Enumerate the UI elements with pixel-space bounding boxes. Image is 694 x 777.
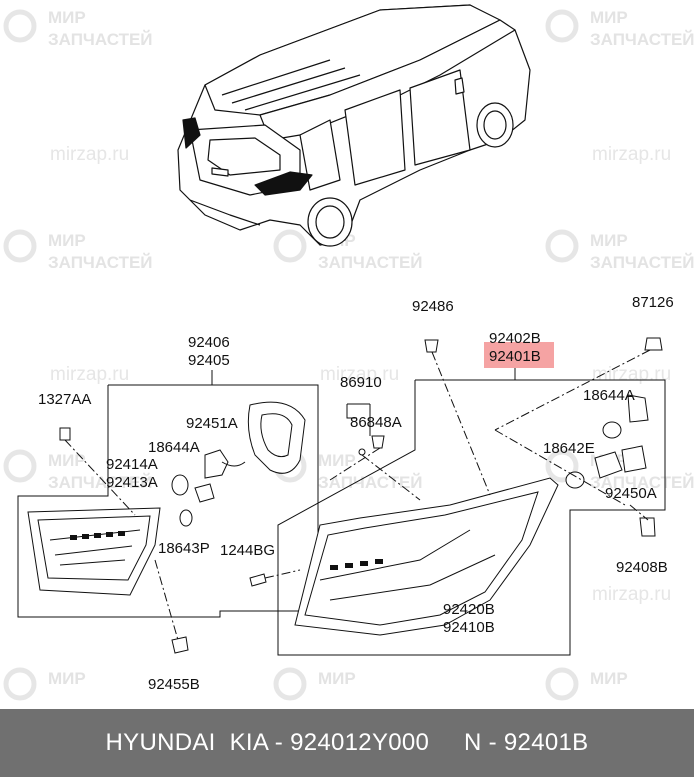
bulb-small-part bbox=[179, 509, 193, 527]
watermark-url: mirzap.ru bbox=[50, 144, 129, 165]
grommet-part bbox=[171, 636, 189, 654]
clip-part bbox=[371, 435, 385, 449]
footer-part-number: HYUNDAI KIA - 924012Y000 N - 92401B bbox=[105, 729, 589, 756]
watermark-line2: ЗАПЧАСТЕЙ bbox=[590, 30, 694, 49]
watermark-layer: МИР ЗАПЧАСТЕЙ МИР ЗАПЧАСТЕЙ МИР ЗАПЧАСТЕ… bbox=[3, 8, 694, 701]
watermark-line1: МИР bbox=[48, 669, 86, 688]
watermark-logo: МИР bbox=[3, 667, 86, 701]
watermark-url: mirzap.ru bbox=[50, 364, 129, 385]
watermark-logo: МИР ЗАПЧАСТЕЙ bbox=[545, 449, 694, 492]
label-92408B[interactable]: 92408B bbox=[616, 559, 668, 576]
socket-part bbox=[204, 449, 229, 479]
plug-part bbox=[644, 337, 663, 351]
watermark-logo: МИР ЗАПЧАСТЕЙ bbox=[3, 449, 153, 492]
screw-part bbox=[59, 427, 71, 441]
watermark-line2: ЗАПЧАСТЕЙ bbox=[48, 30, 153, 49]
watermark-line2: ЗАПЧАСТЕЙ bbox=[48, 253, 153, 272]
label-86910[interactable]: 86910 bbox=[340, 374, 382, 391]
watermark-logo: МИР bbox=[545, 667, 628, 701]
bulb-right-lower-part bbox=[565, 471, 585, 489]
watermark-line2: ЗАПЧАСТЕЙ bbox=[318, 473, 423, 492]
label-92420B[interactable]: 92420B bbox=[443, 601, 495, 618]
label-92455B[interactable]: 92455B bbox=[148, 676, 200, 693]
watermark-logo: МИР ЗАПЧАСТЕЙ bbox=[273, 229, 423, 272]
label-86848A[interactable]: 86848A bbox=[350, 414, 402, 431]
watermark-line1: МИР bbox=[590, 669, 628, 688]
watermark-line2: ЗАПЧАСТЕЙ bbox=[590, 473, 694, 492]
label-1327AA[interactable]: 1327AA bbox=[38, 391, 91, 408]
label-92450A[interactable]: 92450A bbox=[605, 485, 657, 502]
watermark-logo: МИР ЗАПЧАСТЕЙ bbox=[3, 229, 153, 272]
outer-lamp-group bbox=[249, 337, 666, 656]
socket-right-part bbox=[627, 394, 649, 423]
watermark-logo: МИР bbox=[273, 667, 356, 701]
watermark-logo: МИР ЗАПЧАСТЕЙ bbox=[545, 8, 694, 49]
label-18644A-left[interactable]: 18644A bbox=[148, 439, 200, 456]
watermark-logo: МИР ЗАПЧАСТЕЙ bbox=[545, 229, 694, 272]
watermark-line1: МИР bbox=[318, 669, 356, 688]
part-labels: 92406 92405 1327AA 92451A 18644A 92414A … bbox=[38, 294, 674, 693]
watermark-line1: МИР bbox=[318, 451, 356, 470]
label-18643P[interactable]: 18643P bbox=[158, 540, 210, 557]
label-18644A-right[interactable]: 18644A bbox=[583, 387, 635, 404]
label-92486[interactable]: 92486 bbox=[412, 298, 454, 315]
screw-top-part bbox=[424, 339, 439, 353]
bulb-right-part bbox=[602, 421, 622, 439]
watermark-line2: ЗАПЧАСТЕЙ bbox=[318, 253, 423, 272]
watermark-line1: МИР bbox=[48, 231, 86, 250]
label-92402B[interactable]: 92402B bbox=[489, 330, 541, 347]
label-92451A[interactable]: 92451A bbox=[186, 415, 238, 432]
watermark-line2: ЗАПЧАСТЕЙ bbox=[590, 253, 694, 272]
watermark-url: mirzap.ru bbox=[592, 364, 671, 385]
label-18642E[interactable]: 18642E bbox=[543, 440, 595, 457]
label-92413A[interactable]: 92413A bbox=[106, 474, 158, 491]
watermark-logo: МИР ЗАПЧАСТЕЙ bbox=[3, 8, 153, 49]
watermark-url: mirzap.ru bbox=[320, 364, 399, 385]
parts-diagram: МИР ЗАПЧАСТЕЙ МИР ЗАПЧАСТЕЙ МИР ЗАПЧАСТЕ… bbox=[3, 4, 694, 701]
label-92410B[interactable]: 92410B bbox=[443, 619, 495, 636]
clip-small-part bbox=[358, 448, 366, 456]
label-92414A[interactable]: 92414A bbox=[106, 456, 158, 473]
vehicle-illustration bbox=[177, 4, 531, 247]
bolt-part bbox=[249, 573, 267, 587]
socket-right-lower-part bbox=[594, 451, 623, 479]
watermark-line2: ЗАПЧАСТЕЙ bbox=[48, 473, 153, 492]
socket-small-part bbox=[194, 483, 215, 503]
label-1244BG[interactable]: 1244BG bbox=[220, 542, 275, 559]
highlight-box bbox=[484, 342, 554, 368]
bracket-part bbox=[639, 517, 656, 537]
bulb-part bbox=[171, 474, 189, 496]
inner-lamp-group bbox=[17, 370, 319, 654]
watermark-url: mirzap.ru bbox=[592, 584, 671, 605]
label-92405[interactable]: 92405 bbox=[188, 352, 230, 369]
label-92401B[interactable]: 92401B bbox=[489, 348, 541, 365]
footer-bar: HYUNDAI KIA - 924012Y000 N - 92401B bbox=[0, 709, 694, 777]
label-87126[interactable]: 87126 bbox=[632, 294, 674, 311]
watermark-url: mirzap.ru bbox=[592, 144, 671, 165]
watermark-line1: МИР bbox=[590, 8, 628, 27]
label-92406[interactable]: 92406 bbox=[188, 334, 230, 351]
watermark-line1: МИР bbox=[48, 451, 86, 470]
watermark-line1: МИР bbox=[590, 231, 628, 250]
watermark-line1: МИР bbox=[48, 8, 86, 27]
